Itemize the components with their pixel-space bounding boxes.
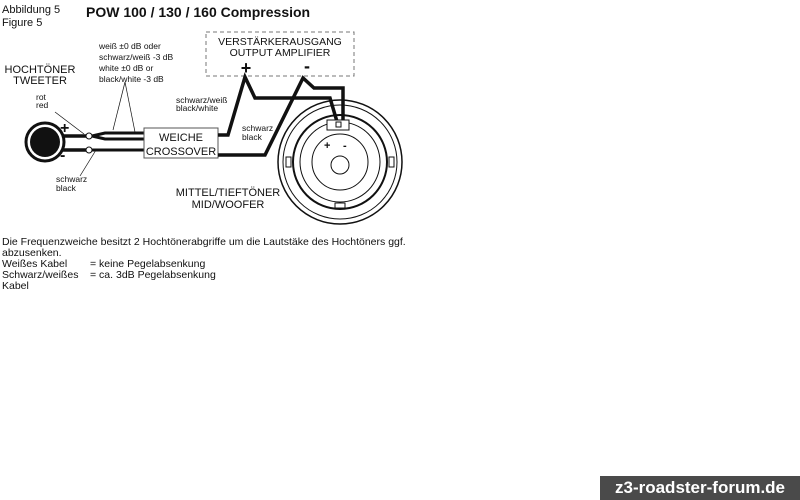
b-wire-label-de: schwarz <box>242 123 273 133</box>
tweeter-label-de: HOCHTÖNER <box>5 64 76 76</box>
legend-row: Weißes Kabel = keine Pegelabsenkung <box>2 259 412 270</box>
tweeter-minus: - <box>60 147 65 164</box>
amplifier-box <box>205 31 355 77</box>
crossover-box <box>143 127 219 159</box>
legend-key: Schwarz/weißes Kabel <box>2 269 79 292</box>
woofer-plus: + <box>324 140 330 152</box>
black-wire-label-en: black <box>56 183 77 193</box>
amplifier-plus: + <box>241 58 252 78</box>
tweeter-label-en: TWEETER <box>13 75 67 87</box>
woofer-label-en: MID/WOOFER <box>192 199 265 211</box>
legend-value: = ca. 3dB Pegelabsenkung <box>90 269 216 281</box>
woofer-icon <box>277 99 403 225</box>
legend-key: Weißes Kabel <box>2 258 68 270</box>
diagram-title: POW 100 / 130 / 160 Compression <box>86 4 310 20</box>
red-wire-label-en: red <box>36 100 49 110</box>
amplifier-label-en: OUTPUT AMPLIFIER <box>230 47 331 59</box>
description-text: Die Frequenzweiche besitzt 2 Hochtönerab… <box>2 236 406 259</box>
legend-value: = keine Pegelabsenkung <box>90 258 206 270</box>
woofer-minus: - <box>343 140 347 152</box>
b-wire-label-en: black <box>242 132 263 142</box>
legend-row: Schwarz/weißes Kabel = ca. 3dB Pegelabse… <box>2 270 412 292</box>
description: Die Frequenzweiche besitzt 2 Hochtönerab… <box>2 237 412 292</box>
woofer-label-de: MITTEL/TIEFTÖNER <box>176 187 281 199</box>
watermark: z3-roadster-forum.de <box>600 476 800 500</box>
bw-wire-label-en: black/white <box>176 103 218 113</box>
bw-wire-label-de: schwarz/weiß <box>176 95 227 105</box>
red-wire-label-de: rot <box>36 92 47 102</box>
figure-label-en: Figure 5 <box>2 17 42 29</box>
crossover-label-en: CROSSOVER <box>146 146 216 158</box>
amplifier-minus: - <box>304 56 310 76</box>
crossover-label-de: WEICHE <box>159 132 203 144</box>
amplifier-label-de: VERSTÄRKERAUSGANG <box>218 36 342 48</box>
figure-label-de: Abbildung 5 <box>2 4 60 16</box>
tap-note: weiß ±0 dB oder schwarz/weiß -3 dB white… <box>98 41 176 84</box>
black-wire-label-de: schwarz <box>56 174 87 184</box>
tweeter-plus: + <box>60 120 69 137</box>
